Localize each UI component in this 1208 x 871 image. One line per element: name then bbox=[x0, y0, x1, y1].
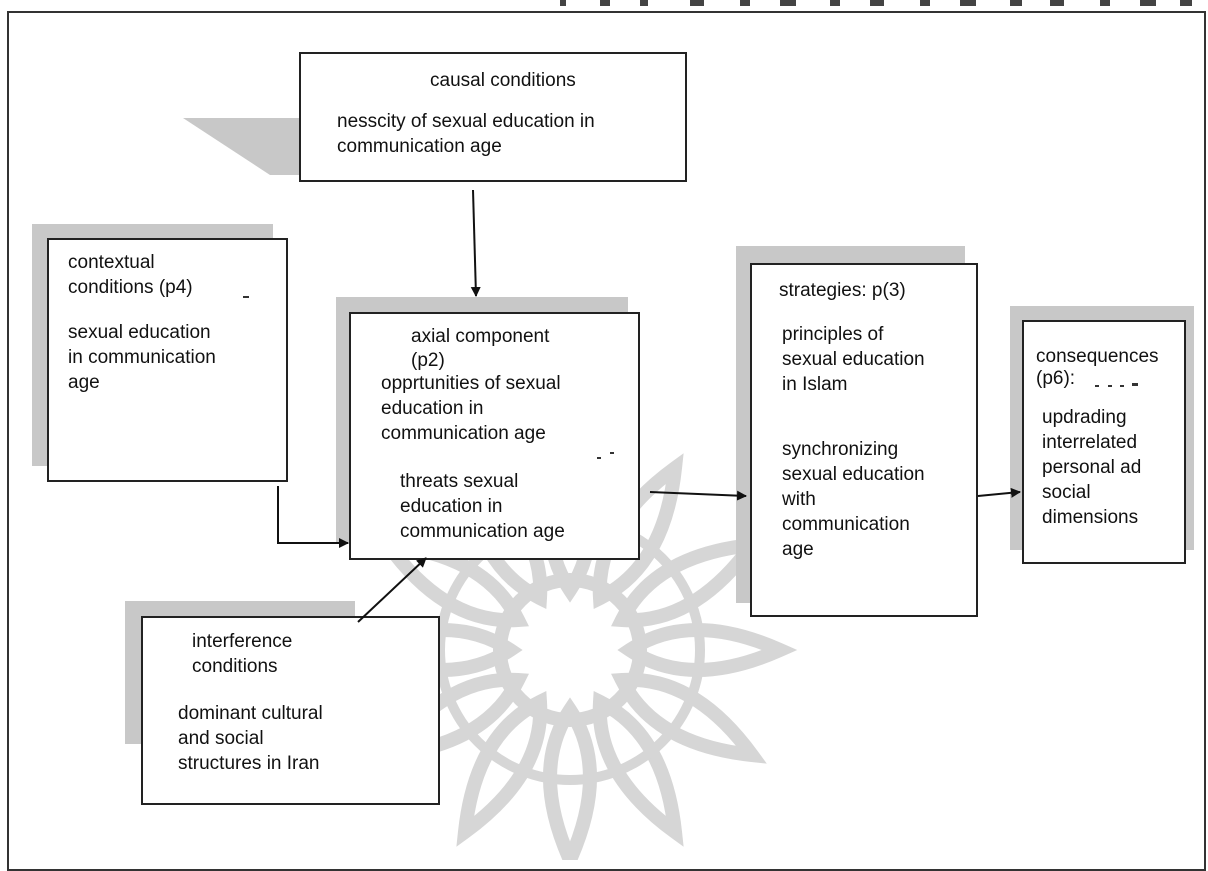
axial-title-line-2: (p2) bbox=[411, 350, 445, 371]
consequences-desc-line-2: interrelated bbox=[1042, 432, 1138, 453]
arrow-contextual-to-axial bbox=[277, 486, 349, 548]
interference-title-line-2: conditions bbox=[192, 656, 278, 677]
strategies-sync-line-2: sexual education bbox=[782, 464, 925, 485]
strategies-sync-line-5: age bbox=[782, 539, 814, 560]
contextual-conditions-box: contextual conditions (p4) sexual educat… bbox=[47, 238, 288, 482]
axial-component-box: axial component (p2) opprtunities of sex… bbox=[349, 312, 640, 560]
axial-threats-line-3: communication age bbox=[400, 521, 565, 542]
contextual-desc-line-1: sexual education bbox=[68, 322, 211, 343]
interference-conditions-box: interference conditions dominant cultura… bbox=[141, 616, 440, 805]
arrow-causal-to-axial bbox=[470, 189, 481, 297]
cropped-header-strip bbox=[560, 0, 1192, 6]
consequences-desc-line-5: dimensions bbox=[1042, 507, 1139, 528]
consequences-title-line-1: consequences bbox=[1036, 346, 1159, 367]
interference-title-line-1: interference bbox=[192, 631, 293, 652]
causal-desc-line-1: nesscity of sexual education in bbox=[337, 111, 595, 132]
causal-title: causal conditions bbox=[430, 70, 576, 91]
arrow-strategies-to-consequences bbox=[977, 487, 1021, 498]
strategies-title: strategies: p(3) bbox=[779, 280, 906, 301]
arrow-axial-to-strategies bbox=[649, 490, 747, 501]
consequences-desc-line-1: updrading bbox=[1042, 407, 1127, 428]
consequences-title-line-2: (p6): bbox=[1036, 368, 1076, 389]
strategies-sync-line-4: communication bbox=[782, 514, 910, 535]
contextual-title-line-2: conditions (p4) bbox=[68, 277, 193, 298]
contextual-desc-line-2: in communication bbox=[68, 347, 216, 368]
strategies-sync-line-3: with bbox=[782, 489, 816, 510]
axial-title-line-1: axial component bbox=[411, 326, 550, 347]
axial-opportunities-line-3: communication age bbox=[381, 423, 546, 444]
strategies-principles-line-1: principles of bbox=[782, 324, 884, 345]
strategies-box: strategies: p(3) principles of sexual ed… bbox=[750, 263, 978, 617]
causal-desc-line-2: communication age bbox=[337, 136, 502, 157]
strategies-principles-line-2: sexual education bbox=[782, 349, 925, 370]
consequences-desc-line-4: social bbox=[1042, 482, 1091, 503]
strategies-sync-line-1: synchronizing bbox=[782, 439, 899, 460]
strategies-principles-line-3: in Islam bbox=[782, 374, 848, 395]
consequences-box: consequences (p6): updrading interrelate… bbox=[1022, 320, 1186, 564]
axial-opportunities-line-2: education in bbox=[381, 398, 484, 419]
consequences-desc-line-3: personal ad bbox=[1042, 457, 1142, 478]
causal-conditions-box: causal conditions nesscity of sexual edu… bbox=[299, 52, 687, 182]
arrow-interference-to-axial bbox=[357, 557, 427, 623]
contextual-title-line-1: contextual bbox=[68, 252, 155, 273]
contextual-desc-line-3: age bbox=[68, 372, 100, 393]
axial-threats-line-2: education in bbox=[400, 496, 503, 517]
interference-desc-line-1: dominant cultural bbox=[178, 703, 323, 724]
interference-desc-line-2: and social bbox=[178, 728, 264, 749]
axial-opportunities-line-1: opprtunities of sexual bbox=[381, 373, 561, 394]
interference-desc-line-3: structures in Iran bbox=[178, 753, 320, 774]
axial-threats-line-1: threats sexual bbox=[400, 471, 519, 492]
